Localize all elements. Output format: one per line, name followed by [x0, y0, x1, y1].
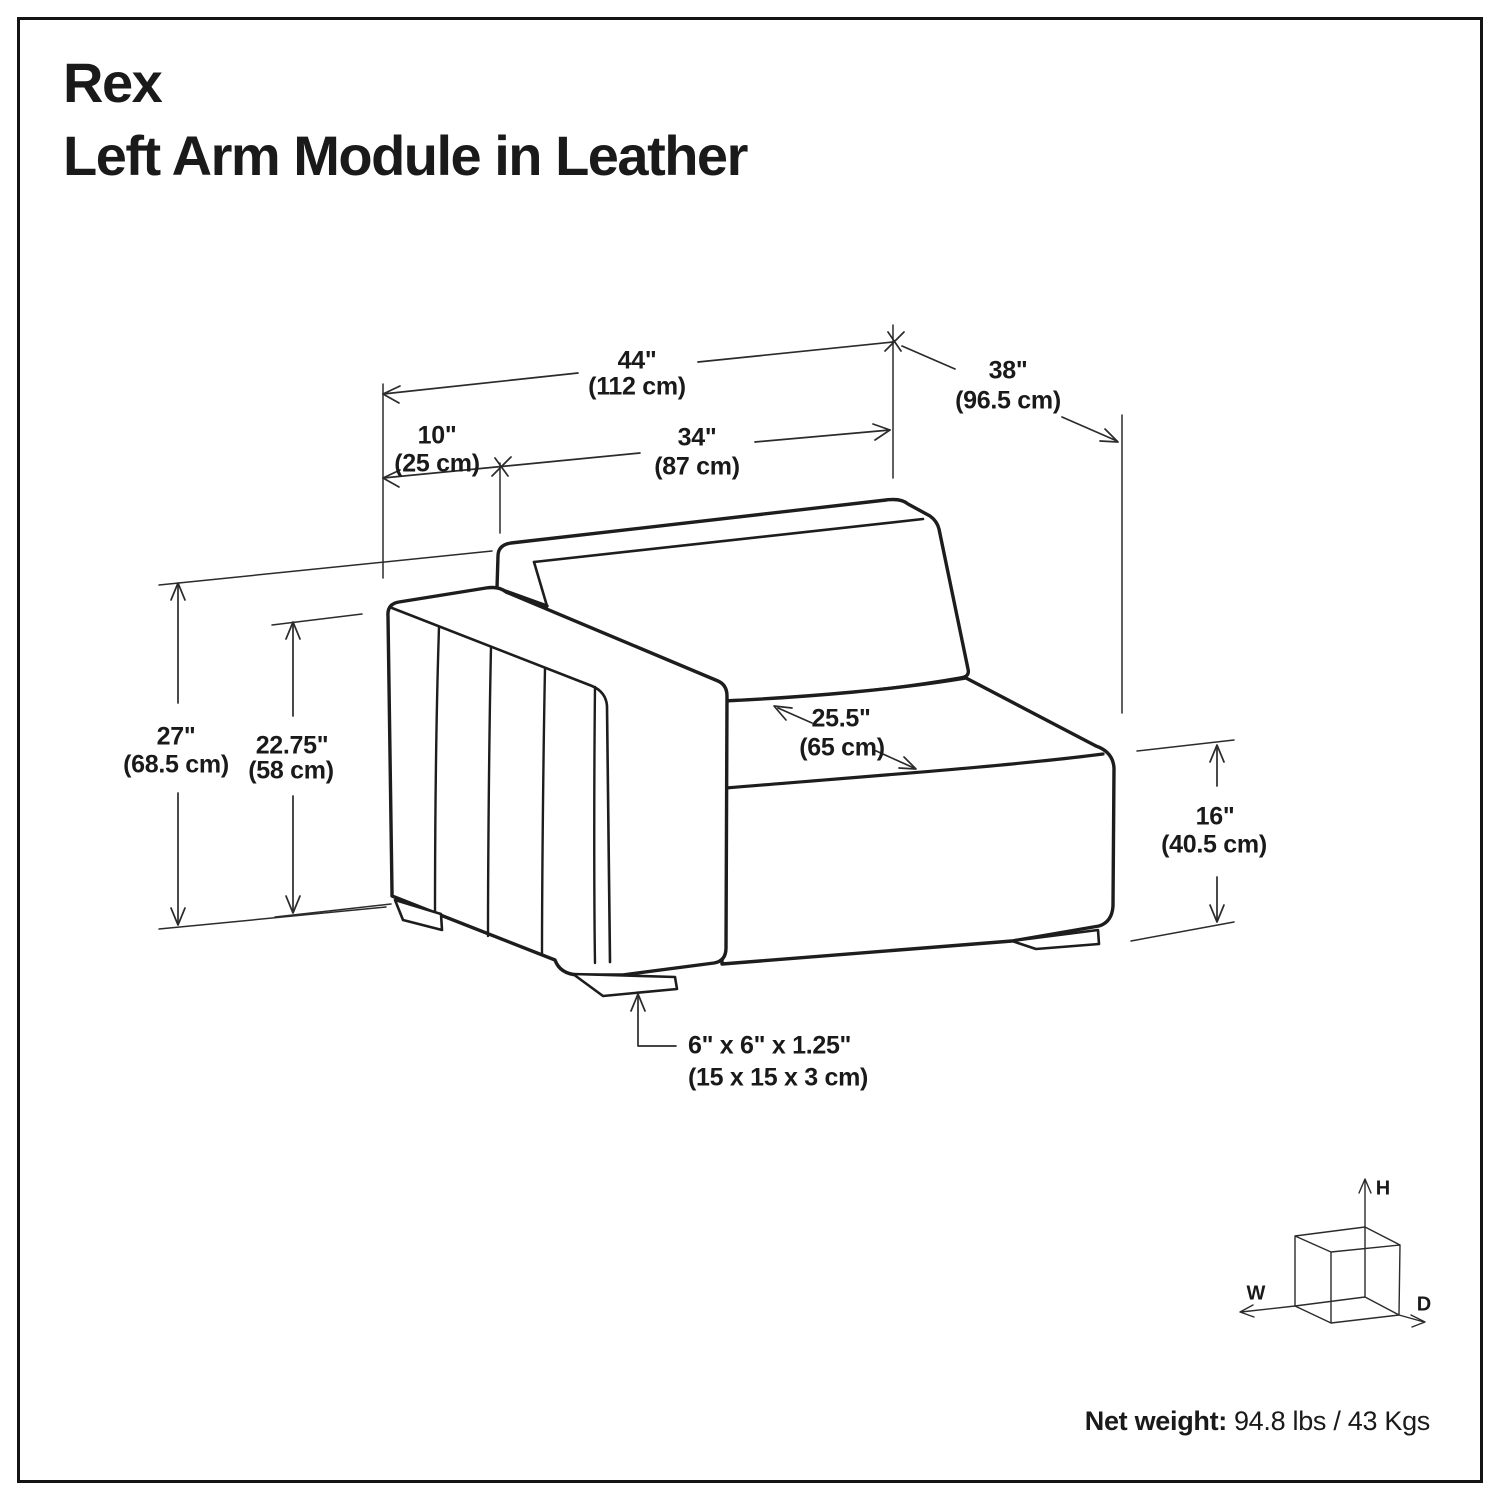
dim-arm-height-in: 22.75"	[255, 731, 329, 760]
dim-foot-leader	[630, 993, 677, 1047]
arrow-up-icon	[630, 993, 646, 1012]
axis-label-depth: D	[1416, 1293, 1432, 1316]
dim-seat-width-cm: (87 cm)	[654, 452, 740, 481]
dim-overall-width-line	[382, 324, 905, 579]
arrow-left-icon	[1239, 1304, 1255, 1318]
net-weight-label: Net weight:	[1084, 1406, 1228, 1436]
foot-front-right	[1010, 928, 1101, 951]
foot-back-left	[393, 898, 444, 932]
dim-seat-width-in: 34"	[677, 423, 717, 452]
dim-seat-height-cm: (40.5 cm)	[1161, 830, 1267, 859]
sofa-feet	[393, 898, 1101, 998]
arrow-down-right-icon	[898, 756, 917, 770]
dimension-lines	[158, 324, 1235, 1047]
dim-foot-size-in: 6" x 6" x 1.25"	[688, 1031, 852, 1060]
dim-seat-depth-cm: (65 cm)	[799, 733, 885, 762]
product-variant: Left Arm Module in Leather	[63, 124, 748, 187]
product-name: Rex	[63, 51, 163, 114]
dim-overall-height-line	[158, 550, 493, 930]
arm-channel-seams	[433, 625, 597, 965]
dim-arm-height-cm: (58 cm)	[248, 756, 334, 785]
net-weight: Net weight:94.8 lbs / 43 Kgs	[1084, 1406, 1431, 1437]
net-weight-value: 94.8 lbs / 43 Kgs	[1233, 1406, 1430, 1436]
dim-depth-in: 38"	[988, 356, 1028, 385]
arrow-right-icon	[1410, 1314, 1426, 1328]
depth-axis	[1398, 1314, 1425, 1323]
left-arm	[386, 585, 729, 977]
axis-label-height: H	[1375, 1177, 1391, 1200]
sofa-line-drawing	[386, 497, 1116, 998]
dim-overall-height-in: 27"	[156, 722, 196, 751]
dim-seat-depth-in: 25.5"	[811, 704, 871, 733]
dim-arm-width-cm: (25 cm)	[394, 449, 480, 478]
dim-arm-width-in: 10"	[417, 421, 457, 450]
arrow-up-left-icon	[773, 705, 793, 721]
dim-overall-width-cm: (112 cm)	[588, 372, 686, 401]
cube-wireframe	[1294, 1226, 1401, 1324]
width-axis	[1240, 1305, 1296, 1313]
x-mark-icon	[884, 331, 905, 352]
dim-arm-seat-width-line	[382, 423, 891, 534]
axis-label-width: W	[1246, 1282, 1266, 1305]
arrow-left-icon	[382, 385, 401, 404]
arrow-down-right-icon	[1099, 428, 1119, 443]
dim-foot-size-cm: (15 x 15 x 3 cm)	[688, 1063, 869, 1092]
dim-depth-cm: (96.5 cm)	[955, 386, 1061, 415]
seat-and-base	[720, 676, 1116, 966]
arrow-down-icon	[1209, 904, 1225, 923]
dim-overall-height-cm: (68.5 cm)	[123, 750, 229, 779]
dim-seat-height-line	[1130, 739, 1235, 942]
foot-front-left	[571, 972, 679, 998]
page-border	[17, 17, 1483, 1483]
axis-legend-cube	[1239, 1178, 1426, 1328]
arrow-left-icon	[382, 469, 401, 488]
dim-seat-height-in: 16"	[1195, 802, 1235, 831]
dim-arm-height-line	[271, 613, 392, 918]
arrow-right-icon	[872, 423, 891, 441]
page-title: Rex Left Arm Module in Leather	[63, 46, 748, 192]
arrow-up-icon	[1358, 1178, 1372, 1194]
x-mark-icon	[491, 456, 512, 477]
dim-seat-depth-line	[773, 705, 917, 770]
arrow-up-icon	[1209, 744, 1225, 763]
dim-overall-width-in: 44"	[617, 346, 657, 375]
back-cushion	[495, 497, 971, 703]
dim-depth-line	[901, 345, 1123, 714]
arrow-down-icon	[170, 907, 186, 926]
arrow-down-icon	[285, 895, 301, 914]
